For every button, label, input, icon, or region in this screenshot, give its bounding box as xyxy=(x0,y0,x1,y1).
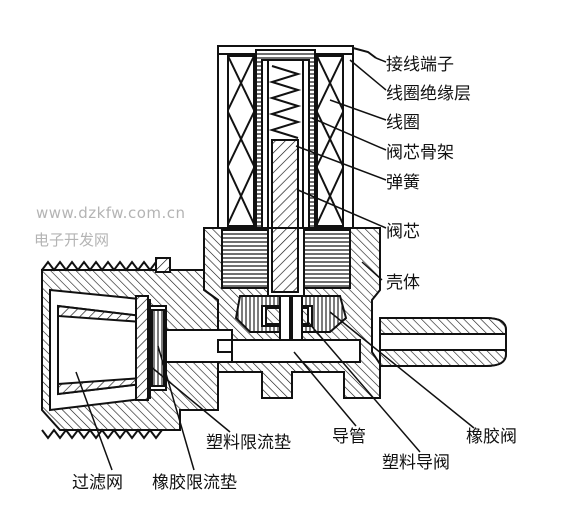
label-filter: 过滤网 xyxy=(72,473,123,493)
label-coil: 线圈 xyxy=(386,113,420,133)
watermark-site: www.dzkfw.com.cn xyxy=(36,204,186,222)
label-spring: 弹簧 xyxy=(386,173,420,193)
label-coil-insulation: 线圈绝缘层 xyxy=(386,84,471,104)
label-housing: 壳体 xyxy=(386,273,420,293)
coil-assembly xyxy=(217,45,377,291)
valve-body xyxy=(41,227,507,440)
label-plastic-guide-valve: 塑料导阀 xyxy=(382,453,450,473)
watermark-name: 电子开发网 xyxy=(34,231,109,249)
label-terminal: 接线端子 xyxy=(386,55,454,75)
label-plastic-restrictor: 塑料限流垫 xyxy=(206,433,291,453)
label-rubber-restrictor: 橡胶限流垫 xyxy=(152,473,237,493)
label-rubber-valve: 橡胶阀 xyxy=(466,427,517,447)
label-core-frame: 阀芯骨架 xyxy=(386,143,454,163)
label-guide-tube: 导管 xyxy=(332,427,366,447)
label-core: 阀芯 xyxy=(386,222,420,242)
leader-lines xyxy=(75,57,475,471)
